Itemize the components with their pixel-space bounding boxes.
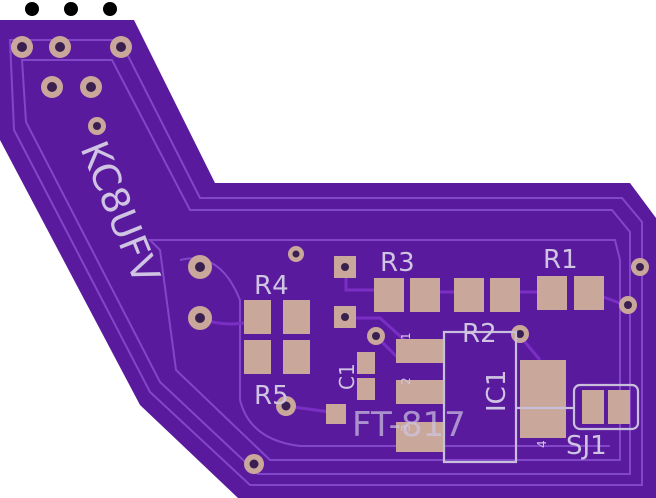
c1-label: C1 — [335, 363, 359, 390]
header-pad-5 — [80, 76, 102, 98]
r5-label: R5 — [254, 381, 289, 411]
via-pad — [88, 117, 106, 135]
r1-pad-a — [537, 276, 567, 310]
header-pin-markers — [25, 2, 117, 16]
r4-pad-b — [283, 300, 310, 334]
sj1-label: SJ1 — [566, 431, 607, 461]
square-pad-3 — [326, 404, 346, 424]
square-pad-1 — [334, 256, 356, 278]
pin2-label: 2 — [399, 377, 413, 385]
board-substrate — [0, 20, 656, 498]
through-hole-pads — [11, 36, 649, 474]
via-pad — [276, 396, 296, 416]
mid-pad-a — [454, 278, 484, 312]
header-pad-1 — [11, 36, 33, 58]
silkscreen-outlines — [442, 330, 640, 464]
via-pad — [288, 246, 304, 262]
pin3-label: 3 — [399, 424, 413, 432]
sj1-pad-a — [582, 390, 604, 424]
mount-pad-left-bottom — [188, 306, 212, 330]
via-pad — [511, 325, 529, 343]
via-pad — [244, 454, 264, 474]
pin1-label: 1 — [399, 332, 413, 340]
via-pad — [619, 296, 637, 314]
r4-label: R4 — [254, 271, 289, 301]
ic1-pin4 — [520, 360, 566, 438]
header-pad-2 — [49, 36, 71, 58]
r5-pad-b — [283, 340, 310, 374]
sj1-pad-b — [608, 390, 630, 424]
ic1-pin1 — [396, 339, 444, 363]
mount-pad-left-top — [188, 255, 212, 279]
r4-pad-a — [244, 300, 271, 334]
via-pad — [631, 258, 649, 276]
r1-pad-b — [574, 276, 604, 310]
r3-pad-a — [374, 278, 404, 312]
square-pad-2 — [334, 306, 356, 328]
ic1-outline — [442, 330, 518, 464]
r2-label: R2 — [462, 319, 497, 349]
pin4-label: 4 — [535, 440, 549, 448]
c1-pad-a — [357, 352, 375, 374]
r1-label: R1 — [543, 245, 578, 275]
c1-pad-b — [357, 378, 375, 400]
via-pad — [367, 327, 385, 345]
header-pad-3 — [110, 36, 132, 58]
mid-pad-b — [490, 278, 520, 312]
ic1-pin3 — [396, 422, 444, 452]
ic1-label: IC1 — [482, 370, 512, 412]
smd-pads — [244, 276, 630, 452]
r3-label: R3 — [380, 248, 415, 278]
board-label: FT-817 — [352, 405, 466, 445]
silkscreen-labels: KC8UFV R4 R5 R3 R1 R2 C1 IC1 SJ1 FT-817 … — [72, 135, 607, 461]
ic1-pin2 — [396, 380, 444, 404]
r5-pad-a — [244, 340, 271, 374]
header-pad-4 — [41, 76, 63, 98]
r3-pad-b — [410, 278, 440, 312]
